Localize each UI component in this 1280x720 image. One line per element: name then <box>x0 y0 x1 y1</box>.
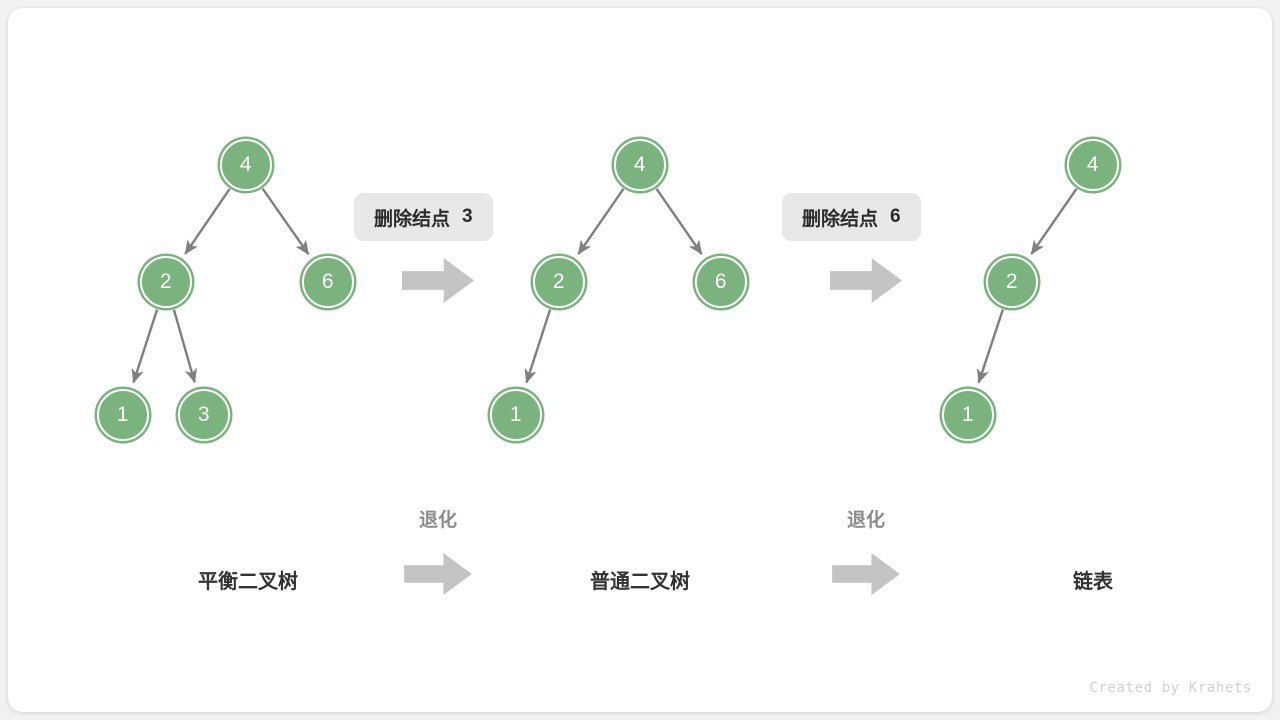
tree-node-2[interactable]: 2 <box>533 256 585 308</box>
tree-node-4[interactable]: 4 <box>220 139 272 191</box>
degeneration-arrow-delete-6 <box>832 553 900 595</box>
watermark-credit: Created by Krahets <box>1089 680 1252 696</box>
tree-node-3[interactable]: 3 <box>178 389 230 441</box>
transition-badge-delete-6: 删除结点 6 <box>782 193 921 241</box>
tree-node-6[interactable]: 6 <box>302 256 354 308</box>
tree-node-2[interactable]: 2 <box>986 256 1038 308</box>
stage-caption-linked-list: 链表 <box>1073 571 1113 593</box>
degeneration-label-delete-6: 退化 <box>846 510 886 531</box>
transition-badge-label: 删除结点 <box>374 208 451 230</box>
transition-badge-value: 6 <box>890 206 901 227</box>
diagram-card <box>8 8 1272 712</box>
tree-node-1[interactable]: 1 <box>490 389 542 441</box>
stage-caption-balanced: 平衡二叉树 <box>198 571 298 593</box>
tree-node-1[interactable]: 1 <box>97 389 149 441</box>
degeneration-label-delete-3: 退化 <box>418 510 458 531</box>
tree-node-4[interactable]: 4 <box>1067 139 1119 191</box>
transition-badge-value: 3 <box>462 206 473 227</box>
transition-arrow-delete-3 <box>402 258 474 303</box>
degeneration-arrow-delete-3 <box>404 553 472 595</box>
tree-node-1[interactable]: 1 <box>942 389 994 441</box>
stage-caption-ordinary: 普通二叉树 <box>590 571 690 593</box>
tree-node-4[interactable]: 4 <box>614 139 666 191</box>
tree-node-6[interactable]: 6 <box>695 256 747 308</box>
tree-node-2[interactable]: 2 <box>140 256 192 308</box>
transition-arrow-delete-6 <box>830 258 902 303</box>
transition-badge-delete-3: 删除结点 3 <box>354 193 493 241</box>
transition-badge-label: 删除结点 <box>802 208 879 230</box>
